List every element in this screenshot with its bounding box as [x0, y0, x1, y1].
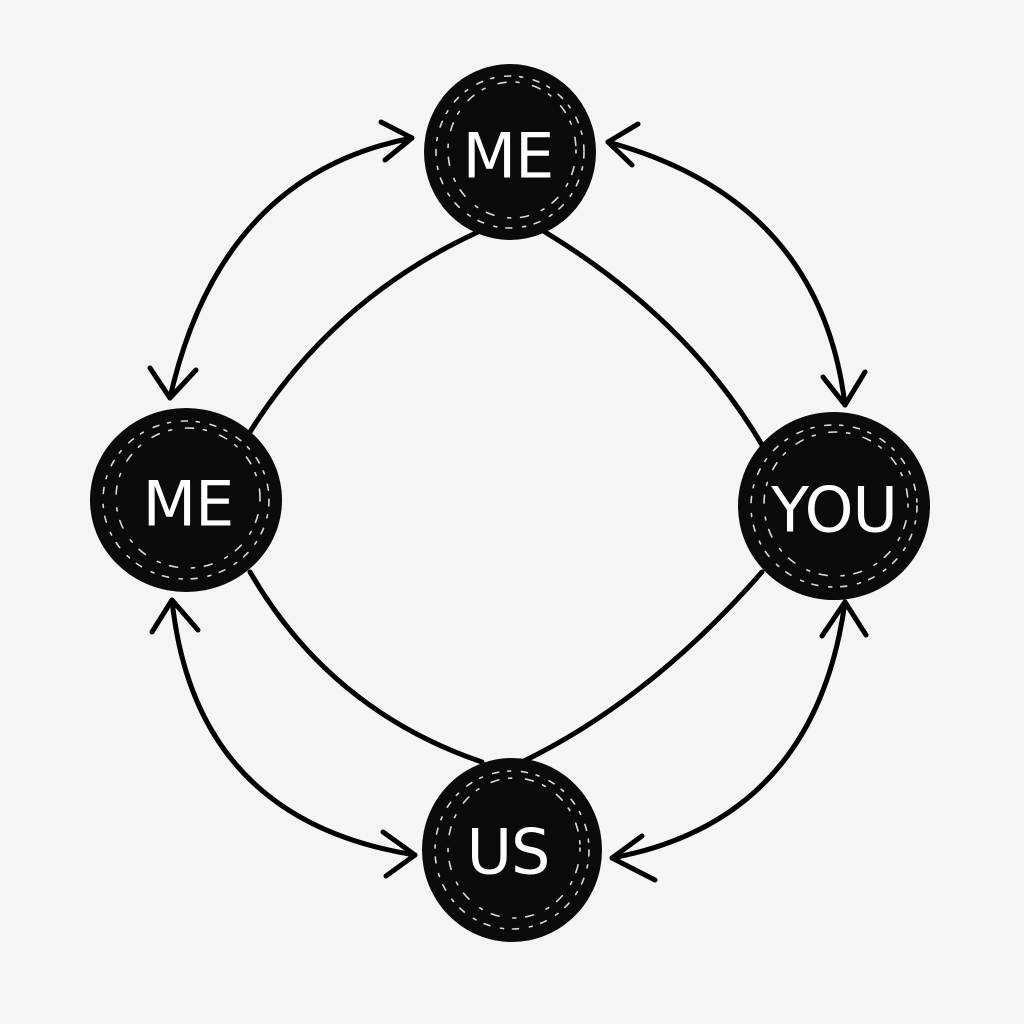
node-right-you: YOU — [738, 412, 930, 600]
outer-arrow-top-right — [605, 121, 868, 408]
outer-arrow-right-bottom — [609, 599, 869, 883]
node-top-me: ME — [424, 64, 596, 240]
arrowhead-icon — [149, 597, 201, 635]
outer-arrow-left-bottom — [149, 597, 418, 879]
arrowhead-icon — [605, 121, 641, 168]
arrowhead-icon — [820, 369, 868, 408]
node-label-bottom: US — [467, 816, 550, 889]
node-label-top: ME — [463, 120, 554, 193]
node-bottom-us: US — [422, 758, 602, 942]
node-label-left: ME — [143, 468, 234, 541]
inner-line-top-left — [242, 229, 481, 443]
node-label-right: YOU — [770, 474, 897, 547]
node-left-me: ME — [90, 408, 282, 592]
inner-line-left-bottom — [247, 569, 485, 765]
inner-line-right-bottom — [519, 569, 765, 765]
arrowhead-icon — [609, 833, 658, 883]
arrowhead-icon — [147, 365, 199, 401]
inner-line-top-right — [542, 229, 768, 453]
arrowhead-icon — [819, 599, 869, 639]
outer-arrow-top-left — [147, 119, 415, 401]
arrowhead-icon — [380, 829, 418, 879]
arrowhead-icon — [378, 119, 415, 163]
